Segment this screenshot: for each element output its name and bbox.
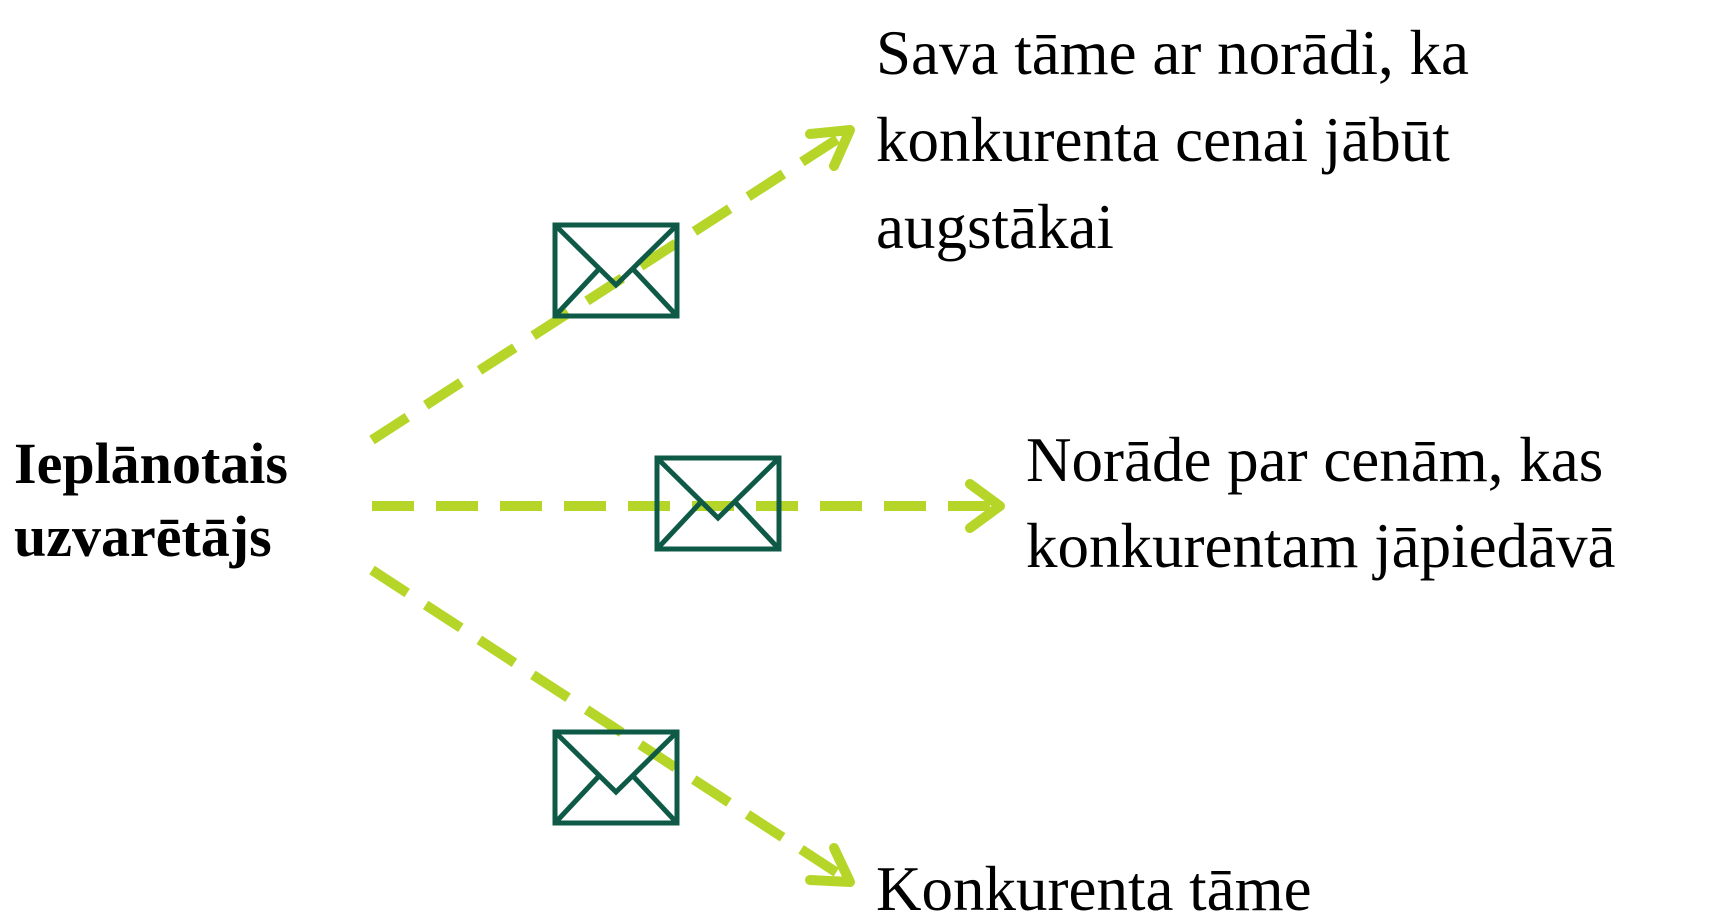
envelope-fold-left bbox=[655, 500, 703, 551]
target-bottom-line: Konkurenta tāme bbox=[876, 854, 1312, 924]
envelope-body bbox=[654, 455, 782, 552]
envelope-fold-left bbox=[553, 774, 601, 825]
arrows bbox=[369, 131, 998, 881]
envelope-fold-right bbox=[631, 774, 679, 825]
envelope-icon bbox=[552, 729, 680, 826]
envelope-flap bbox=[655, 456, 781, 522]
arrowhead-bottom bbox=[805, 843, 855, 887]
target-top-line: augstākai bbox=[876, 191, 1114, 262]
envelope-fold-right bbox=[631, 267, 679, 318]
target-top-line: Sava tāme ar norādi, ka bbox=[876, 18, 1469, 88]
envelope-icon bbox=[654, 455, 782, 552]
target-node-bottom: Konkurenta tāme bbox=[876, 858, 1312, 921]
target-node-middle: Norāde par cenām, kas konkurentam jāpied… bbox=[1026, 418, 1730, 589]
arrowheads bbox=[805, 125, 1005, 887]
arrow-to-top-line bbox=[369, 131, 845, 445]
envelope-fold-right bbox=[733, 500, 781, 551]
envelope-flap bbox=[553, 223, 679, 289]
target-top-line: konkurenta cenai jābūt bbox=[876, 104, 1450, 175]
envelope-fold-left bbox=[553, 267, 601, 318]
source-node-label: Ieplānotais uzvarētājs bbox=[14, 428, 394, 573]
target-node-top: Sava tāme ar norādi, ka konkurenta cenai… bbox=[876, 10, 1636, 271]
arrow-to-bottom-line bbox=[369, 565, 845, 881]
envelope-flap bbox=[553, 730, 679, 796]
envelope-body bbox=[552, 729, 680, 826]
target-middle-line: konkurentam jāpiedāvā bbox=[1026, 510, 1616, 581]
target-middle-line: Norāde par cenām, kas bbox=[1026, 425, 1604, 495]
arrowhead-middle bbox=[965, 479, 1005, 533]
source-label-line: uzvarētājs bbox=[14, 503, 272, 569]
envelope-body bbox=[552, 222, 680, 319]
envelope-icon bbox=[552, 222, 680, 319]
arrowhead-top bbox=[805, 125, 855, 171]
source-label-line: Ieplānotais bbox=[14, 431, 288, 496]
